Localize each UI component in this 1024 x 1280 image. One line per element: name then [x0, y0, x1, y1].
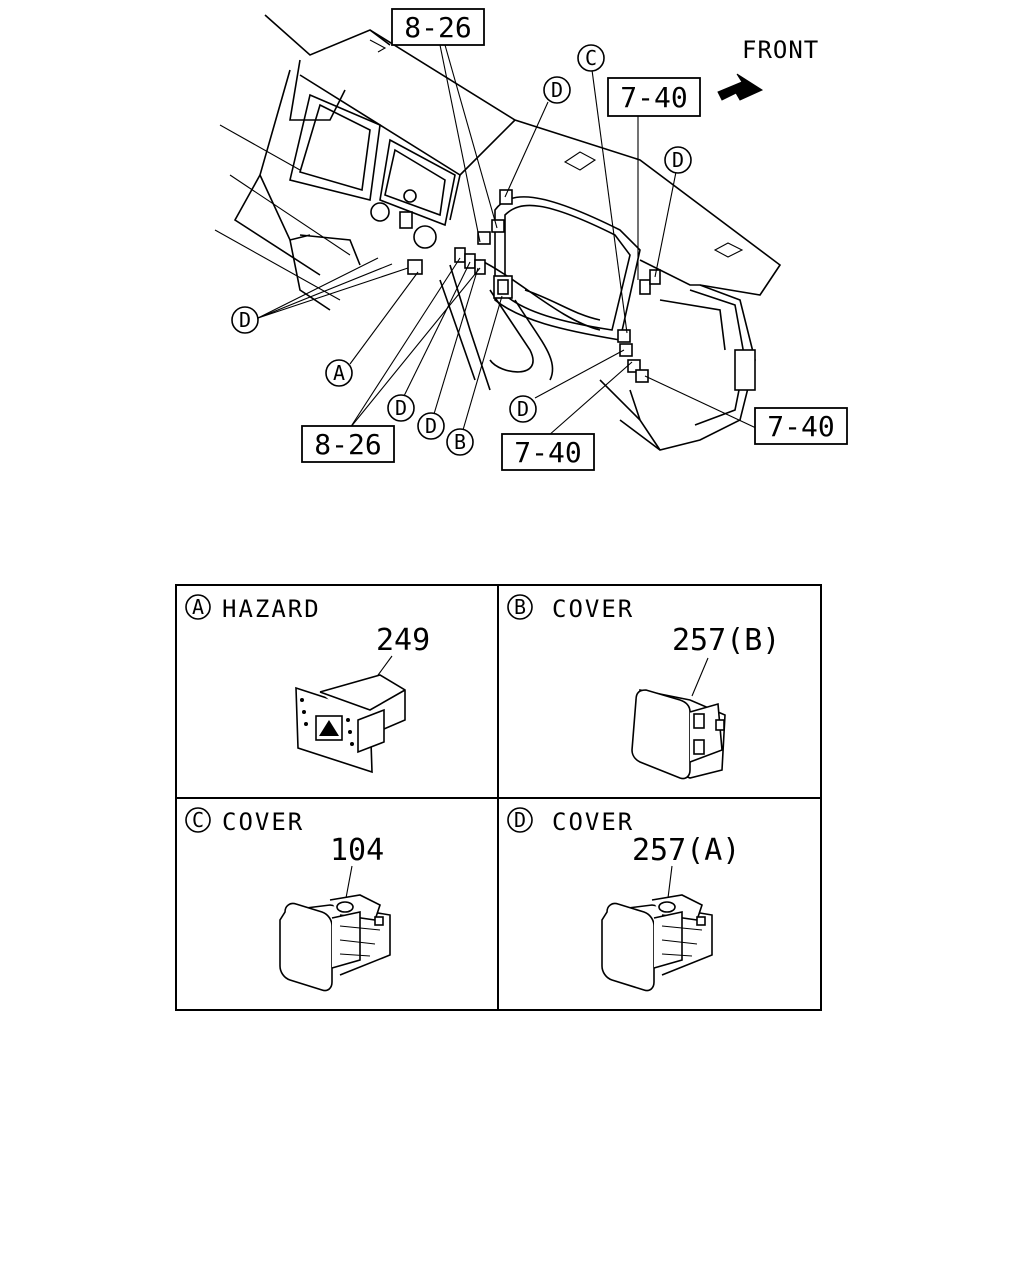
ref-box-right: 7-40 [754, 407, 848, 445]
ref-box-bottom-left: 8-26 [301, 425, 395, 463]
part-number: 104 [330, 833, 384, 868]
parts-table: A HAZARD 249 B COVER [175, 584, 822, 1011]
ref-label: 8-26 [404, 11, 471, 44]
callout-d-lower-2: D [417, 412, 445, 440]
svg-text:D: D [672, 148, 684, 172]
ref-label: 7-40 [767, 410, 834, 443]
cover-b-icon [631, 689, 726, 780]
svg-text:D: D [425, 414, 437, 438]
hazard-switch-icon [295, 674, 406, 774]
table-cell-a: A HAZARD 249 [185, 594, 430, 774]
svg-text:A: A [333, 361, 345, 385]
cell-letter: D [514, 808, 526, 832]
cover-d-icon [601, 894, 713, 992]
cover-c-icon [279, 894, 391, 992]
cell-title: COVER [222, 808, 304, 836]
leader-lines [257, 44, 757, 437]
ref-box-top-right: 7-40 [607, 77, 701, 117]
ref-label: 7-40 [620, 81, 687, 114]
svg-text:D: D [517, 397, 529, 421]
svg-text:B: B [454, 430, 466, 454]
callout-c: C [577, 44, 605, 72]
cell-title: COVER [552, 808, 634, 836]
part-number: 257(A) [632, 833, 740, 868]
svg-text:D: D [395, 396, 407, 420]
callout-d-bottom-center: D [509, 395, 537, 423]
callout-d-top-center: D [543, 76, 571, 104]
part-number: 257(B) [672, 623, 780, 658]
callout-d-top-right: D [664, 146, 692, 174]
cell-title: COVER [552, 595, 634, 623]
cell-letter: C [192, 808, 204, 832]
cell-title: HAZARD [222, 595, 321, 623]
svg-text:D: D [239, 308, 251, 332]
cell-letter: A [192, 595, 204, 619]
callout-d-lower-1: D [387, 394, 415, 422]
callout-d-left: D [231, 306, 259, 334]
cell-letter: B [514, 595, 526, 619]
front-arrow-icon [717, 73, 764, 101]
front-direction-indicator: FRONT [717, 36, 819, 101]
callout-a: A [325, 359, 353, 387]
ref-label: 7-40 [514, 436, 581, 469]
table-cell-c: C COVER 104 [185, 807, 391, 992]
dashboard-illustration [214, 14, 782, 451]
callout-b: B [446, 428, 474, 456]
table-cell-b: B COVER 257(B) [507, 594, 780, 780]
table-cell-d: D COVER 257(A) [507, 807, 740, 992]
ref-label: 8-26 [314, 428, 381, 461]
svg-text:D: D [551, 78, 563, 102]
front-label: FRONT [742, 36, 819, 64]
ref-box-top: 8-26 [391, 8, 485, 46]
part-number: 249 [376, 623, 430, 658]
svg-text:C: C [585, 46, 597, 70]
ref-box-bottom-center: 7-40 [501, 433, 595, 471]
